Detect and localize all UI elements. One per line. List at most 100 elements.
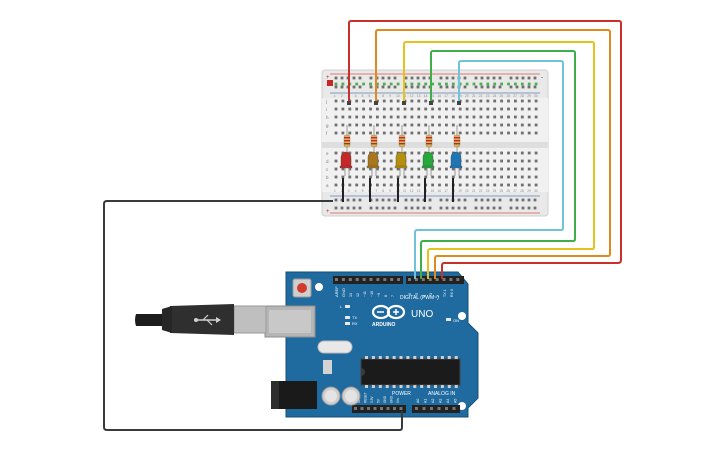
breadboard-hole[interactable] [486, 167, 490, 171]
breadboard-hole[interactable] [520, 99, 524, 103]
breadboard-hole[interactable] [389, 175, 393, 179]
breadboard-hole[interactable] [417, 115, 421, 119]
breadboard-hole[interactable] [500, 115, 503, 119]
breadboard-hole[interactable] [472, 167, 476, 171]
breadboard-hole[interactable] [417, 151, 421, 155]
breadboard-hole[interactable] [410, 107, 414, 111]
wire-green[interactable] [420, 50, 576, 279]
breadboard-hole[interactable] [403, 131, 407, 135]
breadboard-hole[interactable] [486, 175, 490, 179]
breadboard-hole[interactable] [410, 159, 414, 163]
rail-hole[interactable] [352, 198, 356, 202]
breadboard-hole[interactable] [431, 183, 434, 187]
rail-hole-active[interactable] [514, 82, 517, 86]
breadboard-hole[interactable] [396, 115, 400, 119]
breadboard-hole[interactable] [520, 107, 524, 111]
breadboard-hole[interactable] [458, 151, 462, 155]
breadboard-hole[interactable] [382, 175, 386, 179]
breadboard-hole[interactable] [341, 123, 345, 127]
breadboard-hole[interactable] [389, 183, 393, 187]
breadboard-hole[interactable] [451, 99, 455, 103]
breadboard-hole[interactable] [451, 167, 455, 171]
breadboard-hole[interactable] [479, 99, 483, 103]
breadboard-hole[interactable] [355, 159, 359, 163]
rail-hole[interactable] [416, 76, 420, 80]
breadboard-hole[interactable] [493, 159, 497, 163]
breadboard-hole[interactable] [520, 159, 524, 163]
rail-hole[interactable] [387, 198, 391, 202]
breadboard-hole[interactable] [382, 151, 386, 155]
breadboard-hole[interactable] [403, 107, 407, 111]
breadboard-hole[interactable] [334, 183, 338, 187]
breadboard-hole[interactable] [376, 131, 379, 135]
breadboard-hole[interactable] [362, 159, 365, 163]
breadboard-hole[interactable] [472, 123, 476, 127]
header-pin[interactable] [421, 278, 425, 281]
breadboard-hole[interactable] [348, 183, 352, 187]
rail-hole[interactable] [521, 76, 525, 80]
breadboard-hole[interactable] [465, 115, 469, 119]
breadboard-hole[interactable] [389, 159, 393, 163]
rail-hole-active[interactable] [376, 82, 379, 86]
rail-hole[interactable] [463, 76, 467, 80]
breadboard-hole[interactable] [382, 99, 386, 103]
breadboard-hole[interactable] [472, 107, 476, 111]
rail-hole-active[interactable] [520, 82, 524, 86]
breadboard-hole[interactable] [520, 115, 524, 119]
rail-hole[interactable] [369, 76, 373, 80]
breadboard-hole[interactable] [355, 99, 359, 103]
breadboard-hole[interactable] [362, 167, 365, 171]
rail-endpoint-marker[interactable] [327, 80, 333, 86]
breadboard-hole[interactable] [472, 151, 476, 155]
breadboard-hole[interactable] [479, 151, 483, 155]
rail-hole[interactable] [463, 206, 467, 210]
breadboard-hole[interactable] [438, 151, 441, 155]
breadboard-hole[interactable] [431, 167, 434, 171]
breadboard-hole[interactable] [458, 123, 462, 127]
rail-hole[interactable] [486, 206, 490, 210]
rail-hole-active[interactable] [527, 82, 531, 86]
breadboard-hole[interactable] [424, 107, 428, 111]
breadboard-hole[interactable] [431, 151, 434, 155]
breadboard-hole[interactable] [348, 123, 352, 127]
breadboard-hole[interactable] [376, 151, 379, 155]
breadboard-hole[interactable] [424, 115, 428, 119]
breadboard-hole[interactable] [458, 131, 462, 135]
rail-hole[interactable] [515, 76, 519, 80]
breadboard-hole[interactable] [527, 123, 531, 127]
breadboard-hole[interactable] [445, 159, 448, 163]
breadboard-hole[interactable] [334, 107, 338, 111]
breadboard-hole[interactable] [334, 115, 338, 119]
rail-hole[interactable] [340, 76, 344, 80]
header-pin[interactable] [430, 407, 433, 410]
rail-hole[interactable] [428, 206, 432, 210]
header-pin[interactable] [449, 278, 453, 281]
rail-hole[interactable] [527, 198, 531, 202]
breadboard-hole[interactable] [493, 175, 497, 179]
breadboard-hole[interactable] [465, 99, 469, 103]
breadboard-hole[interactable] [410, 123, 414, 127]
breadboard-hole[interactable] [465, 131, 469, 135]
rail-hole[interactable] [480, 198, 484, 202]
rail-hole[interactable] [340, 85, 344, 89]
breadboard-hole[interactable] [424, 131, 428, 135]
rail-hole[interactable] [381, 76, 385, 80]
breadboard-hole[interactable] [479, 183, 483, 187]
rail-hole[interactable] [509, 198, 513, 202]
rail-hole[interactable] [358, 206, 362, 210]
breadboard-hole[interactable] [458, 183, 462, 187]
header-pin[interactable] [445, 407, 448, 410]
wire-ground[interactable] [103, 200, 403, 431]
wire-endpoint[interactable] [457, 101, 461, 105]
header-pin[interactable] [383, 278, 387, 281]
breadboard-hole[interactable] [410, 99, 414, 103]
rail-hole[interactable] [515, 206, 519, 210]
rail-hole-active[interactable] [500, 82, 503, 86]
breadboard-hole[interactable] [500, 175, 503, 179]
header-pin-holes[interactable] [335, 278, 460, 410]
breadboard-hole[interactable] [382, 167, 386, 171]
rail-hole[interactable] [381, 198, 385, 202]
rail-hole[interactable] [416, 206, 420, 210]
components[interactable] [339, 125, 463, 202]
breadboard-hole[interactable] [396, 99, 400, 103]
